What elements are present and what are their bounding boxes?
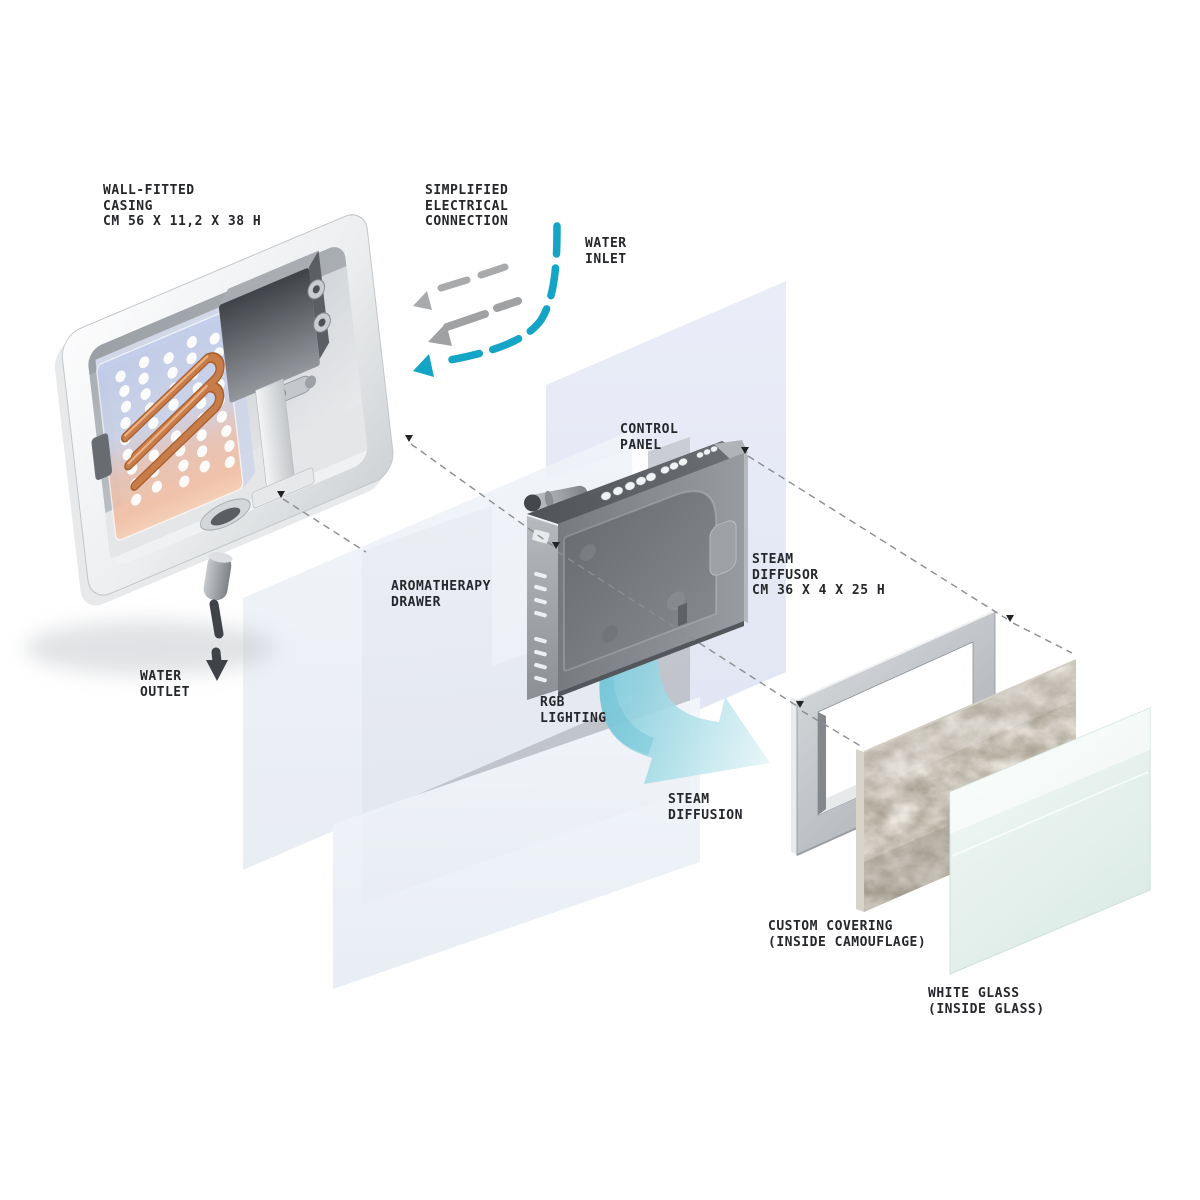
label-wall-fitted-casing: WALL-FITTED CASING CM 56 X 11,2 X 38 H bbox=[103, 183, 262, 229]
wall-fitted-casing bbox=[54, 214, 394, 606]
glass-panel bbox=[949, 707, 1151, 975]
drain-hole bbox=[199, 498, 251, 531]
label-steam-diffusor: STEAM DIFFUSOR CM 36 X 4 X 25 H bbox=[752, 552, 886, 598]
drain-pipe bbox=[203, 552, 233, 601]
electrical-arrows-icon bbox=[413, 263, 522, 346]
heating-coil bbox=[120, 352, 225, 491]
diffusor-side-face bbox=[527, 516, 558, 700]
label-white-glass: WHITE GLASS (INSIDE GLASS) bbox=[928, 986, 1045, 1017]
alignment-dashed-lines bbox=[282, 443, 1073, 749]
inlet-nozzle-icon bbox=[523, 485, 588, 512]
front-wall-panel bbox=[333, 697, 700, 989]
label-water-inlet: WATER INLET bbox=[585, 236, 627, 267]
casing-shadow bbox=[25, 621, 275, 675]
label-rgb-lighting: RGB LIGHTING bbox=[540, 695, 607, 726]
water-outlet-arrow-icon bbox=[206, 599, 228, 681]
tank-fitting bbox=[91, 433, 113, 480]
label-water-outlet: WATER OUTLET bbox=[140, 669, 190, 700]
steam-flow-arrow-icon bbox=[599, 652, 770, 784]
label-control-panel: CONTROL PANEL bbox=[620, 422, 679, 453]
rgb-strip bbox=[534, 571, 547, 683]
diffusor-front-face bbox=[558, 453, 744, 692]
label-simplified-electrical-connection: SIMPLIFIED ELECTRICAL CONNECTION bbox=[425, 183, 509, 229]
label-custom-covering: CUSTOM COVERING (INSIDE CAMOUFLAGE) bbox=[768, 919, 927, 950]
control-panel-buttons bbox=[600, 445, 718, 501]
support-column bbox=[251, 378, 315, 509]
alignment-markers bbox=[277, 435, 1014, 708]
water-inlet-arrow-icon bbox=[413, 222, 561, 377]
label-aromatherapy-drawer: AROMATHERAPY DRAWER bbox=[391, 579, 491, 610]
steam-diffusor-unit bbox=[523, 440, 748, 700]
mounting-tab bbox=[709, 520, 737, 576]
label-steam-diffusion: STEAM DIFFUSION bbox=[668, 792, 743, 823]
